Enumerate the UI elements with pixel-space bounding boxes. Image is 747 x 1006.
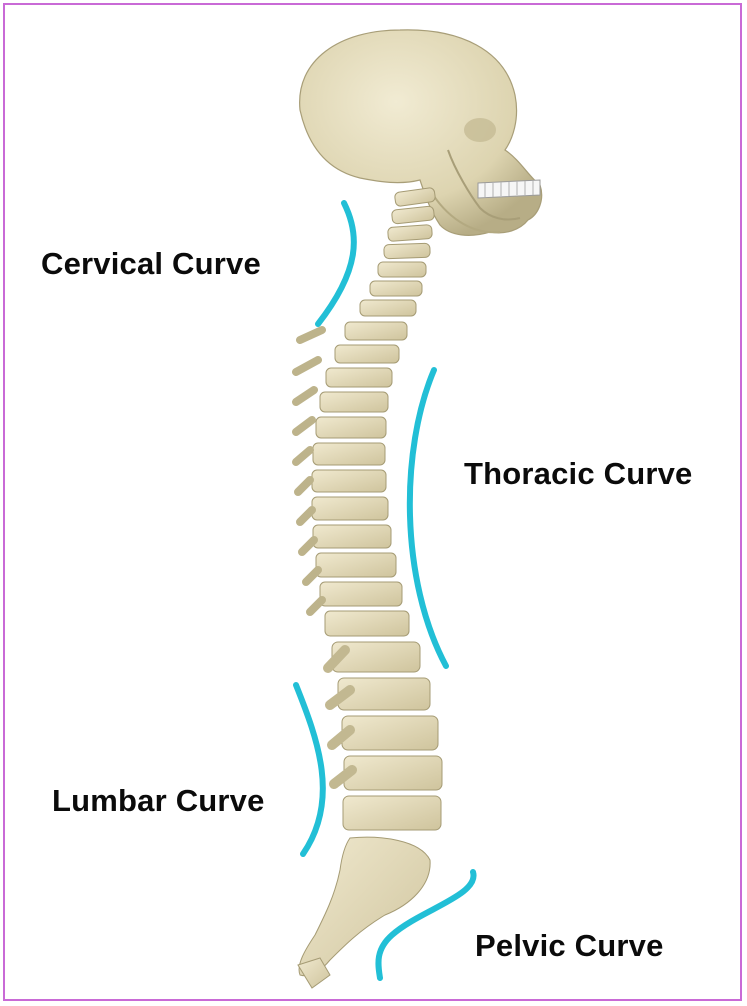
- lumbar-curve-label: Lumbar Curve: [52, 785, 265, 816]
- lumbar-curve-marker: [296, 685, 323, 854]
- skull: [300, 30, 542, 235]
- cervical-curve-marker: [318, 203, 354, 324]
- thoracic-curve-label: Thoracic Curve: [464, 458, 693, 489]
- pelvic-curve-label: Pelvic Curve: [475, 930, 664, 961]
- thoracic-curve-marker: [410, 370, 446, 666]
- cervical-curve-label: Cervical Curve: [41, 248, 261, 279]
